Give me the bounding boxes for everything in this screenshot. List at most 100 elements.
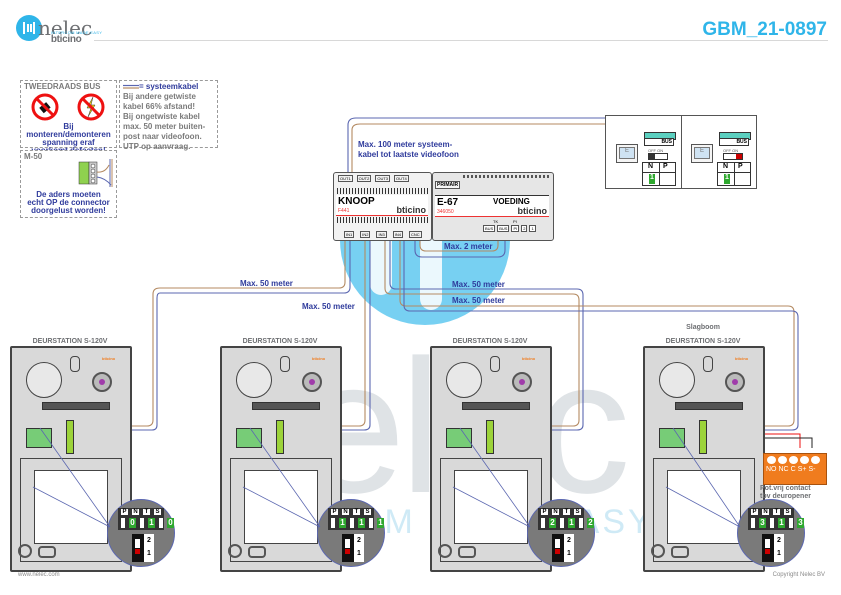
power-terminals: BUS BUS PI 2 1 [483, 225, 536, 232]
power-terminal: BUS [497, 225, 510, 232]
dip-switch-detail: P N T S 1 1 1 2 1 [317, 499, 385, 567]
power-supply-article: 346050 [437, 209, 454, 215]
knoop-output: OUT4 [394, 175, 409, 182]
jumper-label-2: 2 [777, 537, 781, 544]
knoop-output: OUT2 [356, 175, 372, 182]
speaker-icon [26, 362, 62, 398]
system-cable-label-line-2: kabel tot laatste videofoon [358, 150, 459, 159]
system-cable-line-5: post naar videofoon. [123, 132, 202, 141]
dip-label-p: P [751, 509, 758, 515]
jumper-label-2: 2 [567, 537, 571, 544]
dip-value-s: 2 [587, 518, 594, 528]
footer-website: www.nelec.com [18, 572, 60, 578]
station1-cable-brown [70, 228, 346, 427]
relay-caption-line-2: tbv deuropener [760, 493, 811, 500]
relay-caption-line-1: Pot.vrij contact [760, 485, 811, 492]
power-terminal: BUS [483, 225, 496, 232]
jumper-label-1: 1 [777, 550, 781, 557]
dip-value-n: 1 [778, 518, 785, 528]
monitor-switch-label: OFF ON [723, 148, 739, 153]
dip-value-p: 1 [339, 518, 346, 528]
system-cable-line-6: UTP op aanvraag. [123, 142, 191, 151]
knoop-input: CNC [408, 231, 422, 238]
dip-label-s: S [154, 509, 161, 515]
knoop-input: IN1 [344, 231, 355, 238]
terminal-block [699, 420, 707, 454]
jumper-switch: 2 1 [342, 534, 364, 562]
camera-icon [725, 372, 745, 392]
partner-brand-text: bticino [50, 34, 82, 45]
dip-value-p: 0 [129, 518, 136, 528]
station4-cable-blue [403, 228, 799, 431]
document-code: GBM_21-0897 [702, 19, 827, 40]
station-brand: bticino [102, 356, 116, 361]
station3-cable-blue [389, 228, 584, 431]
station1-cable-blue [70, 228, 351, 431]
station-subtitle: Slagboom [686, 324, 720, 331]
dip-label-n: N [552, 509, 559, 515]
knoop-inputs: IN1 IN2 IN3 IN4 CNC [344, 231, 422, 238]
system-cable-line-2: kabel 66% afstand! [123, 102, 196, 111]
speaker-icon [236, 362, 272, 398]
knoop-input: IN3 [376, 231, 387, 238]
station3-cable-brown [384, 228, 580, 427]
monitor-switch-label: OFF ON [648, 148, 664, 153]
nelec-logo-icon [16, 15, 42, 41]
system-cable-brown [351, 123, 705, 180]
dip-label-t: T [143, 509, 150, 515]
header-divider [94, 40, 828, 41]
station-brand: bticino [522, 356, 536, 361]
system-cable-line-3: Bij ongetwiste kabel [123, 112, 200, 121]
power-cable-blue [414, 228, 506, 258]
monitor-dip-label-n: N [648, 163, 654, 170]
button-icon [228, 544, 242, 558]
system-cable-line-1: Bij andere getwiste [123, 92, 196, 101]
relay-caption: Pot.vrij contact tbv deuropener [760, 485, 811, 501]
station2-cable-blue [280, 228, 371, 431]
monitor-dip-label-n: N [723, 163, 729, 170]
dip-label-n: N [762, 509, 769, 515]
dip-label-p: P [121, 509, 128, 515]
station1-cable-label: Max. 50 meter [240, 279, 293, 288]
monitor-screen-glyph: E [619, 147, 635, 159]
dip-value-s: 3 [797, 518, 804, 528]
power-terminal: PI [511, 225, 520, 232]
monitor-n-value: 1 [649, 174, 655, 184]
station-title: DEURSTATION S-120V [452, 338, 528, 345]
videophone: E BUS OFF ON N P 1 [687, 118, 755, 186]
power-terminal: 1 [529, 225, 536, 232]
terminal-block [486, 420, 494, 454]
m50-note: M-50 De aders moeten echt OP de connecto… [20, 150, 117, 218]
monitor-switch [648, 153, 668, 160]
dip-label-p: P [541, 509, 548, 515]
terminal-block [66, 420, 74, 454]
dip-value-s: 1 [377, 518, 384, 528]
dip-label-t: T [773, 509, 780, 515]
dip-label-p: P [331, 509, 338, 515]
dip-label-n: N [132, 509, 139, 515]
system-cable-note: = systeemkabel Bij andere getwiste kabel… [119, 80, 218, 151]
dip-switch-detail: P N T S 3 1 3 2 1 [737, 499, 805, 567]
no-lightning-icon [77, 93, 105, 121]
knoop-label: KNOOP [338, 196, 375, 207]
dip-value-n: 1 [568, 518, 575, 528]
station-title: DEURSTATION S-120V [242, 338, 318, 345]
dip-label-n: N [342, 509, 349, 515]
jumper-label-1: 1 [567, 550, 571, 557]
dip-switch-detail: P N T S 2 1 2 2 1 [527, 499, 595, 567]
jumper-switch: 2 1 [132, 534, 154, 562]
power-supply-module: PRIMAIR E-67 VOEDING 346050 bticino TK P… [432, 172, 554, 241]
relay-terminal: S- [808, 466, 816, 473]
jumper-label-1: 1 [147, 550, 151, 557]
system-cable-legend-label: = systeemkabel [139, 82, 199, 91]
dip-label-t: T [563, 509, 570, 515]
button-icon [651, 544, 665, 558]
bus-warning-title: TWEEDRAADS BUS [24, 82, 101, 91]
dip-value-n: 1 [358, 518, 365, 528]
relay-terminal: C [790, 466, 796, 473]
relay-terminal: NC [778, 466, 789, 473]
knoop-input: IN2 [360, 231, 371, 238]
knoop-outputs: OUT1 OUT2 OUT3 OUT4 [338, 175, 409, 182]
monitor-dip-label-p: P [738, 163, 743, 170]
dip-value-n: 1 [148, 518, 155, 528]
